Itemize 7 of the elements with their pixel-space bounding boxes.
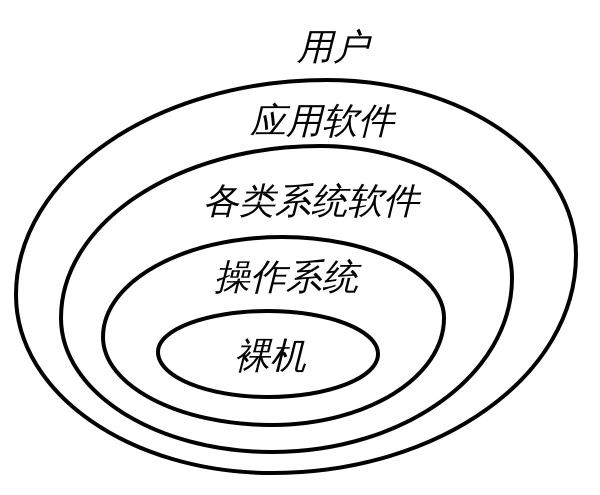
layer-label: 裸机	[234, 339, 306, 375]
layer-ellipse	[59, 144, 514, 454]
layer-label: 应用软件	[250, 104, 394, 140]
layer-label: 各类系统软件	[203, 184, 419, 220]
layer-ellipse	[14, 78, 578, 475]
layer-ellipse	[156, 309, 380, 399]
layer-ellipse	[101, 235, 446, 427]
